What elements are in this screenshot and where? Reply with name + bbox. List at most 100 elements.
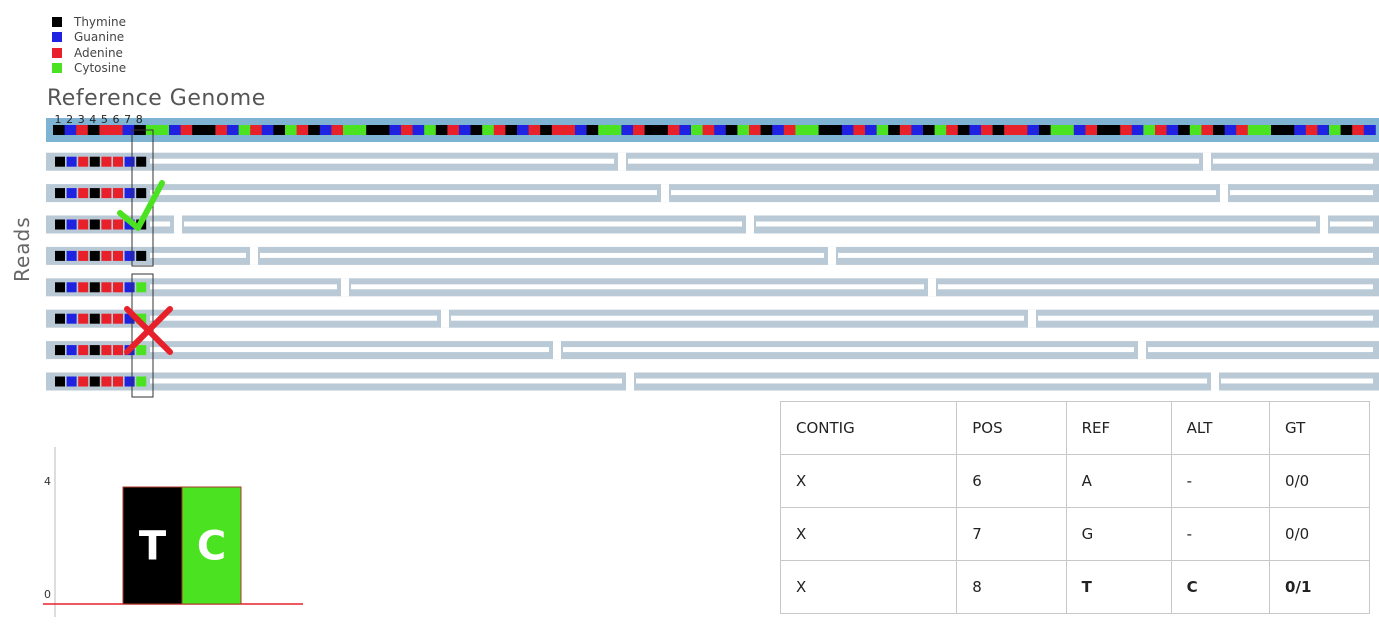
read-base bbox=[113, 188, 123, 199]
read-gap bbox=[1203, 152, 1211, 171]
reference-base bbox=[1178, 125, 1191, 135]
read-base bbox=[89, 219, 100, 230]
read-base bbox=[55, 282, 65, 293]
read-base bbox=[55, 313, 65, 324]
cell-ref: T bbox=[1065, 560, 1172, 614]
reference-base bbox=[1004, 125, 1017, 135]
read-base bbox=[124, 188, 135, 199]
reference-base bbox=[354, 125, 367, 135]
read-base bbox=[66, 188, 77, 199]
reference-base bbox=[76, 125, 89, 135]
reference-base bbox=[424, 125, 437, 135]
cell-alt: - bbox=[1170, 454, 1271, 508]
read-gap bbox=[341, 278, 349, 297]
read-base bbox=[55, 250, 65, 261]
reference-base bbox=[227, 125, 239, 135]
read-base bbox=[55, 188, 65, 199]
cell-ref: G bbox=[1065, 507, 1172, 561]
read-gap bbox=[618, 152, 626, 171]
read-connector bbox=[1148, 347, 1373, 353]
reference-base bbox=[551, 125, 564, 135]
read-gap bbox=[553, 341, 561, 360]
position-number: 6 bbox=[113, 113, 120, 126]
reference-base bbox=[946, 125, 959, 135]
read-base bbox=[78, 250, 89, 261]
read-base bbox=[66, 282, 77, 293]
cross-icon bbox=[124, 306, 173, 355]
reference-base bbox=[377, 125, 390, 135]
reference-base bbox=[656, 125, 669, 135]
reference-base bbox=[1120, 125, 1133, 135]
reference-base bbox=[1224, 125, 1237, 135]
read-connector bbox=[563, 347, 1134, 353]
read-gap bbox=[1138, 341, 1146, 360]
reference-base bbox=[238, 125, 251, 135]
read-connector bbox=[150, 378, 622, 384]
position-number: 3 bbox=[78, 113, 85, 126]
reference-base bbox=[273, 125, 286, 135]
read-base bbox=[113, 345, 123, 356]
read-connector bbox=[150, 284, 337, 290]
reference-base bbox=[1039, 125, 1051, 135]
reference-base bbox=[308, 125, 321, 135]
reference-base bbox=[319, 125, 332, 135]
reference-base bbox=[285, 125, 297, 135]
read-base bbox=[78, 345, 89, 356]
reference-base bbox=[1352, 125, 1365, 135]
cell-contig: X bbox=[779, 507, 958, 561]
read-base bbox=[101, 250, 112, 261]
read-gap bbox=[828, 246, 836, 265]
histogram-bar-label: C bbox=[197, 524, 226, 570]
header-gt: GT bbox=[1269, 401, 1370, 455]
reference-base bbox=[366, 125, 379, 135]
read-base bbox=[101, 376, 112, 387]
position-number: 5 bbox=[101, 113, 108, 126]
read-gap bbox=[250, 246, 258, 265]
histogram-bar bbox=[181, 486, 242, 605]
legend-swatch-guanine bbox=[52, 32, 62, 43]
reference-base bbox=[691, 125, 703, 135]
reference-base bbox=[841, 125, 854, 135]
histogram-bar bbox=[122, 486, 183, 605]
read-connector bbox=[150, 315, 437, 321]
reference-base bbox=[169, 125, 181, 135]
reference-base bbox=[505, 125, 518, 135]
reference-base bbox=[1062, 125, 1075, 135]
header-pos: POS bbox=[956, 401, 1067, 455]
cell-alt: C bbox=[1170, 560, 1271, 614]
position-number: 2 bbox=[66, 113, 73, 126]
reference-base bbox=[1143, 125, 1156, 135]
legend-label-adenine: Adenine bbox=[74, 45, 123, 60]
reference-base bbox=[459, 125, 471, 135]
header-contig: CONTIG bbox=[779, 401, 958, 455]
reference-base bbox=[53, 125, 65, 135]
read-base bbox=[113, 376, 123, 387]
read-gap bbox=[928, 278, 936, 297]
reference-base bbox=[853, 125, 866, 135]
read-base bbox=[113, 313, 123, 324]
legend-swatch-cytosine bbox=[52, 63, 62, 74]
reference-base bbox=[1108, 125, 1121, 135]
reference-base bbox=[389, 125, 402, 135]
reference-base bbox=[679, 125, 692, 135]
reference-base bbox=[644, 125, 657, 135]
reference-base bbox=[807, 125, 819, 135]
reference-base bbox=[923, 125, 935, 135]
read-base bbox=[113, 282, 123, 293]
read-connector bbox=[1221, 378, 1373, 384]
table-row: X 6 A - 0/0 bbox=[779, 454, 1370, 508]
reference-base bbox=[1155, 125, 1167, 135]
read-base bbox=[136, 188, 147, 199]
reference-base bbox=[517, 125, 529, 135]
reference-base bbox=[1305, 125, 1318, 135]
reference-base bbox=[540, 125, 553, 135]
read-base bbox=[101, 282, 112, 293]
reference-base bbox=[760, 125, 773, 135]
read-gap bbox=[626, 372, 634, 391]
reference-base bbox=[203, 125, 216, 135]
read-base bbox=[136, 282, 147, 293]
read-base bbox=[89, 188, 100, 199]
header-ref: REF bbox=[1065, 401, 1172, 455]
read-base bbox=[136, 313, 147, 324]
